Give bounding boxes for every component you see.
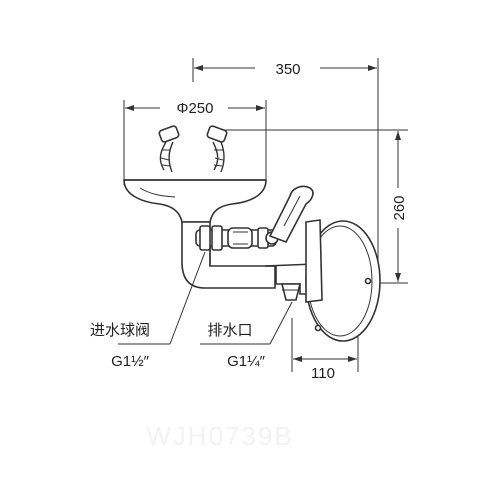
inlet-ball-valve — [195, 225, 279, 251]
eyewash-basin — [123, 179, 267, 223]
dimension-label-260: 260 — [391, 195, 408, 220]
label-leaders — [118, 251, 293, 345]
watermark: WJH0739B — [146, 421, 294, 451]
dimension-label-250: Φ250 — [177, 100, 214, 117]
inlet-valve-label: 进水球阀 — [90, 322, 150, 339]
dimension-basin-diameter: Φ250 — [123, 100, 267, 185]
dimension-label-110: 110 — [311, 365, 335, 382]
drain-outlet-label: 排水口 — [207, 322, 252, 339]
inlet-thread-label: G1½″ — [111, 353, 150, 370]
dimension-label-350: 350 — [275, 61, 300, 78]
bolt-hole-icon — [364, 277, 372, 285]
valve-handle-paddle — [268, 185, 314, 243]
wall-mounting-flange — [305, 219, 381, 342]
left-spray-head-icon — [158, 125, 180, 173]
drain-thread-label: G1¼″ — [227, 353, 266, 370]
bolt-hole-icon — [314, 324, 322, 332]
right-spray-head-icon — [206, 125, 228, 173]
spray-heads — [158, 125, 228, 173]
dimension-total-width: 350 — [192, 58, 379, 290]
